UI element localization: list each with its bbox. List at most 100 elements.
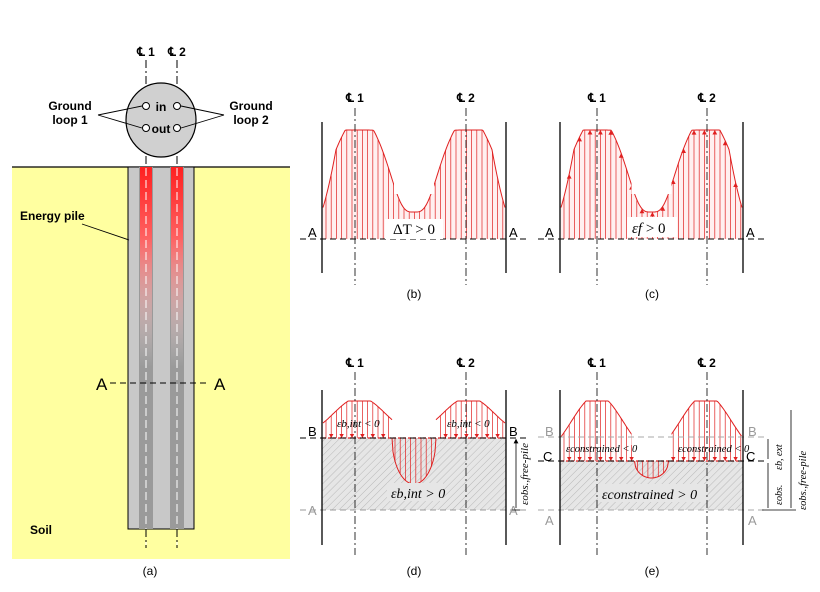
strain-arrow [567,457,572,461]
valley-gap [394,391,434,422]
caption-d: (d) [407,564,422,578]
cl2-c-bg [693,89,721,105]
eps-int-pos: εb,int > 0 [391,487,445,502]
strain-arrow [587,130,593,135]
out-label: out [152,122,171,136]
cl2-e-bg [693,354,721,370]
panel-e: ℄ 1 ℄ 2 B B C C A A εconstrained < 0 εco… [538,354,809,578]
cl2-b-bg [452,89,480,105]
soil-label: Soil [30,523,52,537]
strain-arrow [587,457,593,461]
energy-pile-leader [81,223,130,241]
cl2-label-bg [164,44,190,59]
strain-arrow [360,434,365,438]
strain-arrow [671,457,676,461]
hump-curve-right [668,400,742,439]
energy-pile-body [127,166,195,530]
panel-d: ℄ 1 ℄ 2 B B A A εb,int < 0 εb,int < 0 εb… [300,354,531,578]
strain-arrow [474,434,479,438]
leader-loop1-in [97,105,143,116]
panel-a: in out Ground loop 1 Ground loop 2 ℄ 1 ℄… [12,44,290,578]
cl1-label-bg [133,44,159,59]
strain-arrow [639,208,645,214]
eps-f-annotation: εf > 0 [632,221,666,237]
strain-arrow [381,434,386,438]
eps-free-pile-label-d: εobs.,free-pile [519,443,531,505]
leader-loop1-out [97,114,143,129]
energy-pile-label: Energy pile [20,209,85,223]
eps-f-bg [627,217,677,237]
distribution-area [561,130,742,239]
cl1-e-bg [583,354,611,370]
ground-loop-2-label-line1: Ground [229,99,272,113]
label-a-left-c: A [545,225,554,240]
cl1-d-bg [341,354,369,370]
strain-arrow [370,434,375,438]
strain-arrow [608,457,613,461]
strain-arrow [691,457,697,461]
cl2-d-bg [452,354,480,370]
section-a-right-label: A [214,375,226,394]
eps-int-pos-bg [387,483,443,501]
delta-t-annotation: ΔT > 0 [393,222,435,238]
ground-loop-2-label-line2: loop 2 [233,113,269,127]
strain-arrow [495,434,500,438]
strain-arrow [329,434,334,438]
ground-loop-1-label-line2: loop 1 [52,113,88,127]
distribution-curve [560,129,743,213]
distribution-area [323,130,505,239]
strain-arrow [660,206,666,211]
caption-e: (e) [645,564,660,578]
loop-1-out-pipe [142,124,150,132]
valley-gap [394,116,434,194]
strain-arrow [712,130,718,135]
label-a-right-b: A [509,225,518,240]
loop-2-in-pipe [173,102,181,110]
label-a-right-d: A [509,503,518,518]
panel-b: ℄ 1 ℄ 2 A A ΔT > 0 (b) [300,89,528,301]
centerline-2-label-e: ℄ 2 [697,356,716,370]
strain-arrow [619,457,624,461]
caption-a: (a) [143,564,158,578]
eps-int-neg-right: εb,int < 0 [447,418,490,430]
centerline-1-label-b: ℄ 1 [345,91,364,105]
strain-arrow [598,457,603,461]
strain-arrow [464,434,469,438]
label-a-right-e: A [748,513,757,528]
strain-arrow [453,434,459,438]
temperature-distribution [322,116,506,239]
centerline-1-label: ℄ 1 [136,45,155,59]
strain-arrow [485,434,490,438]
eps-con-pos-bg [598,484,706,502]
label-a-left-e: A [545,513,554,528]
strain-arrow [733,457,738,461]
label-b-left-d: B [308,424,317,439]
centerline-1-label-c: ℄ 1 [587,91,606,105]
hump-curve-left [322,400,393,424]
bulge-curve [634,460,669,479]
strain-arrow [650,212,655,217]
strain-arrow [712,457,717,461]
strain-arrow [598,130,603,135]
eps-con-pos: εconstrained > 0 [602,488,697,503]
label-a-right-c: A [746,225,755,240]
leader-loop2-out [180,114,225,129]
strain-arrow [702,457,707,461]
valley-gap [631,116,672,194]
eps-free-pile-label-e: εobs.,free-pile [798,451,809,510]
centerline-2-label-b: ℄ 2 [456,91,475,105]
caption-b: (b) [407,287,422,301]
label-b-right-e: B [748,424,757,439]
loop-1-in-pipe [142,102,150,110]
loop-2-out-pipe [173,124,181,132]
label-a-left-b: A [308,225,317,240]
strain-arrow [608,130,614,135]
eps-b-ext-label: εb, ext [774,444,785,470]
centerline-1-label-e: ℄ 1 [587,356,606,370]
strain-arrow [349,434,355,438]
strain-arrow [681,457,686,461]
centerline-2-label-c: ℄ 2 [697,91,716,105]
eps-obs-label: εobs. [774,485,785,505]
